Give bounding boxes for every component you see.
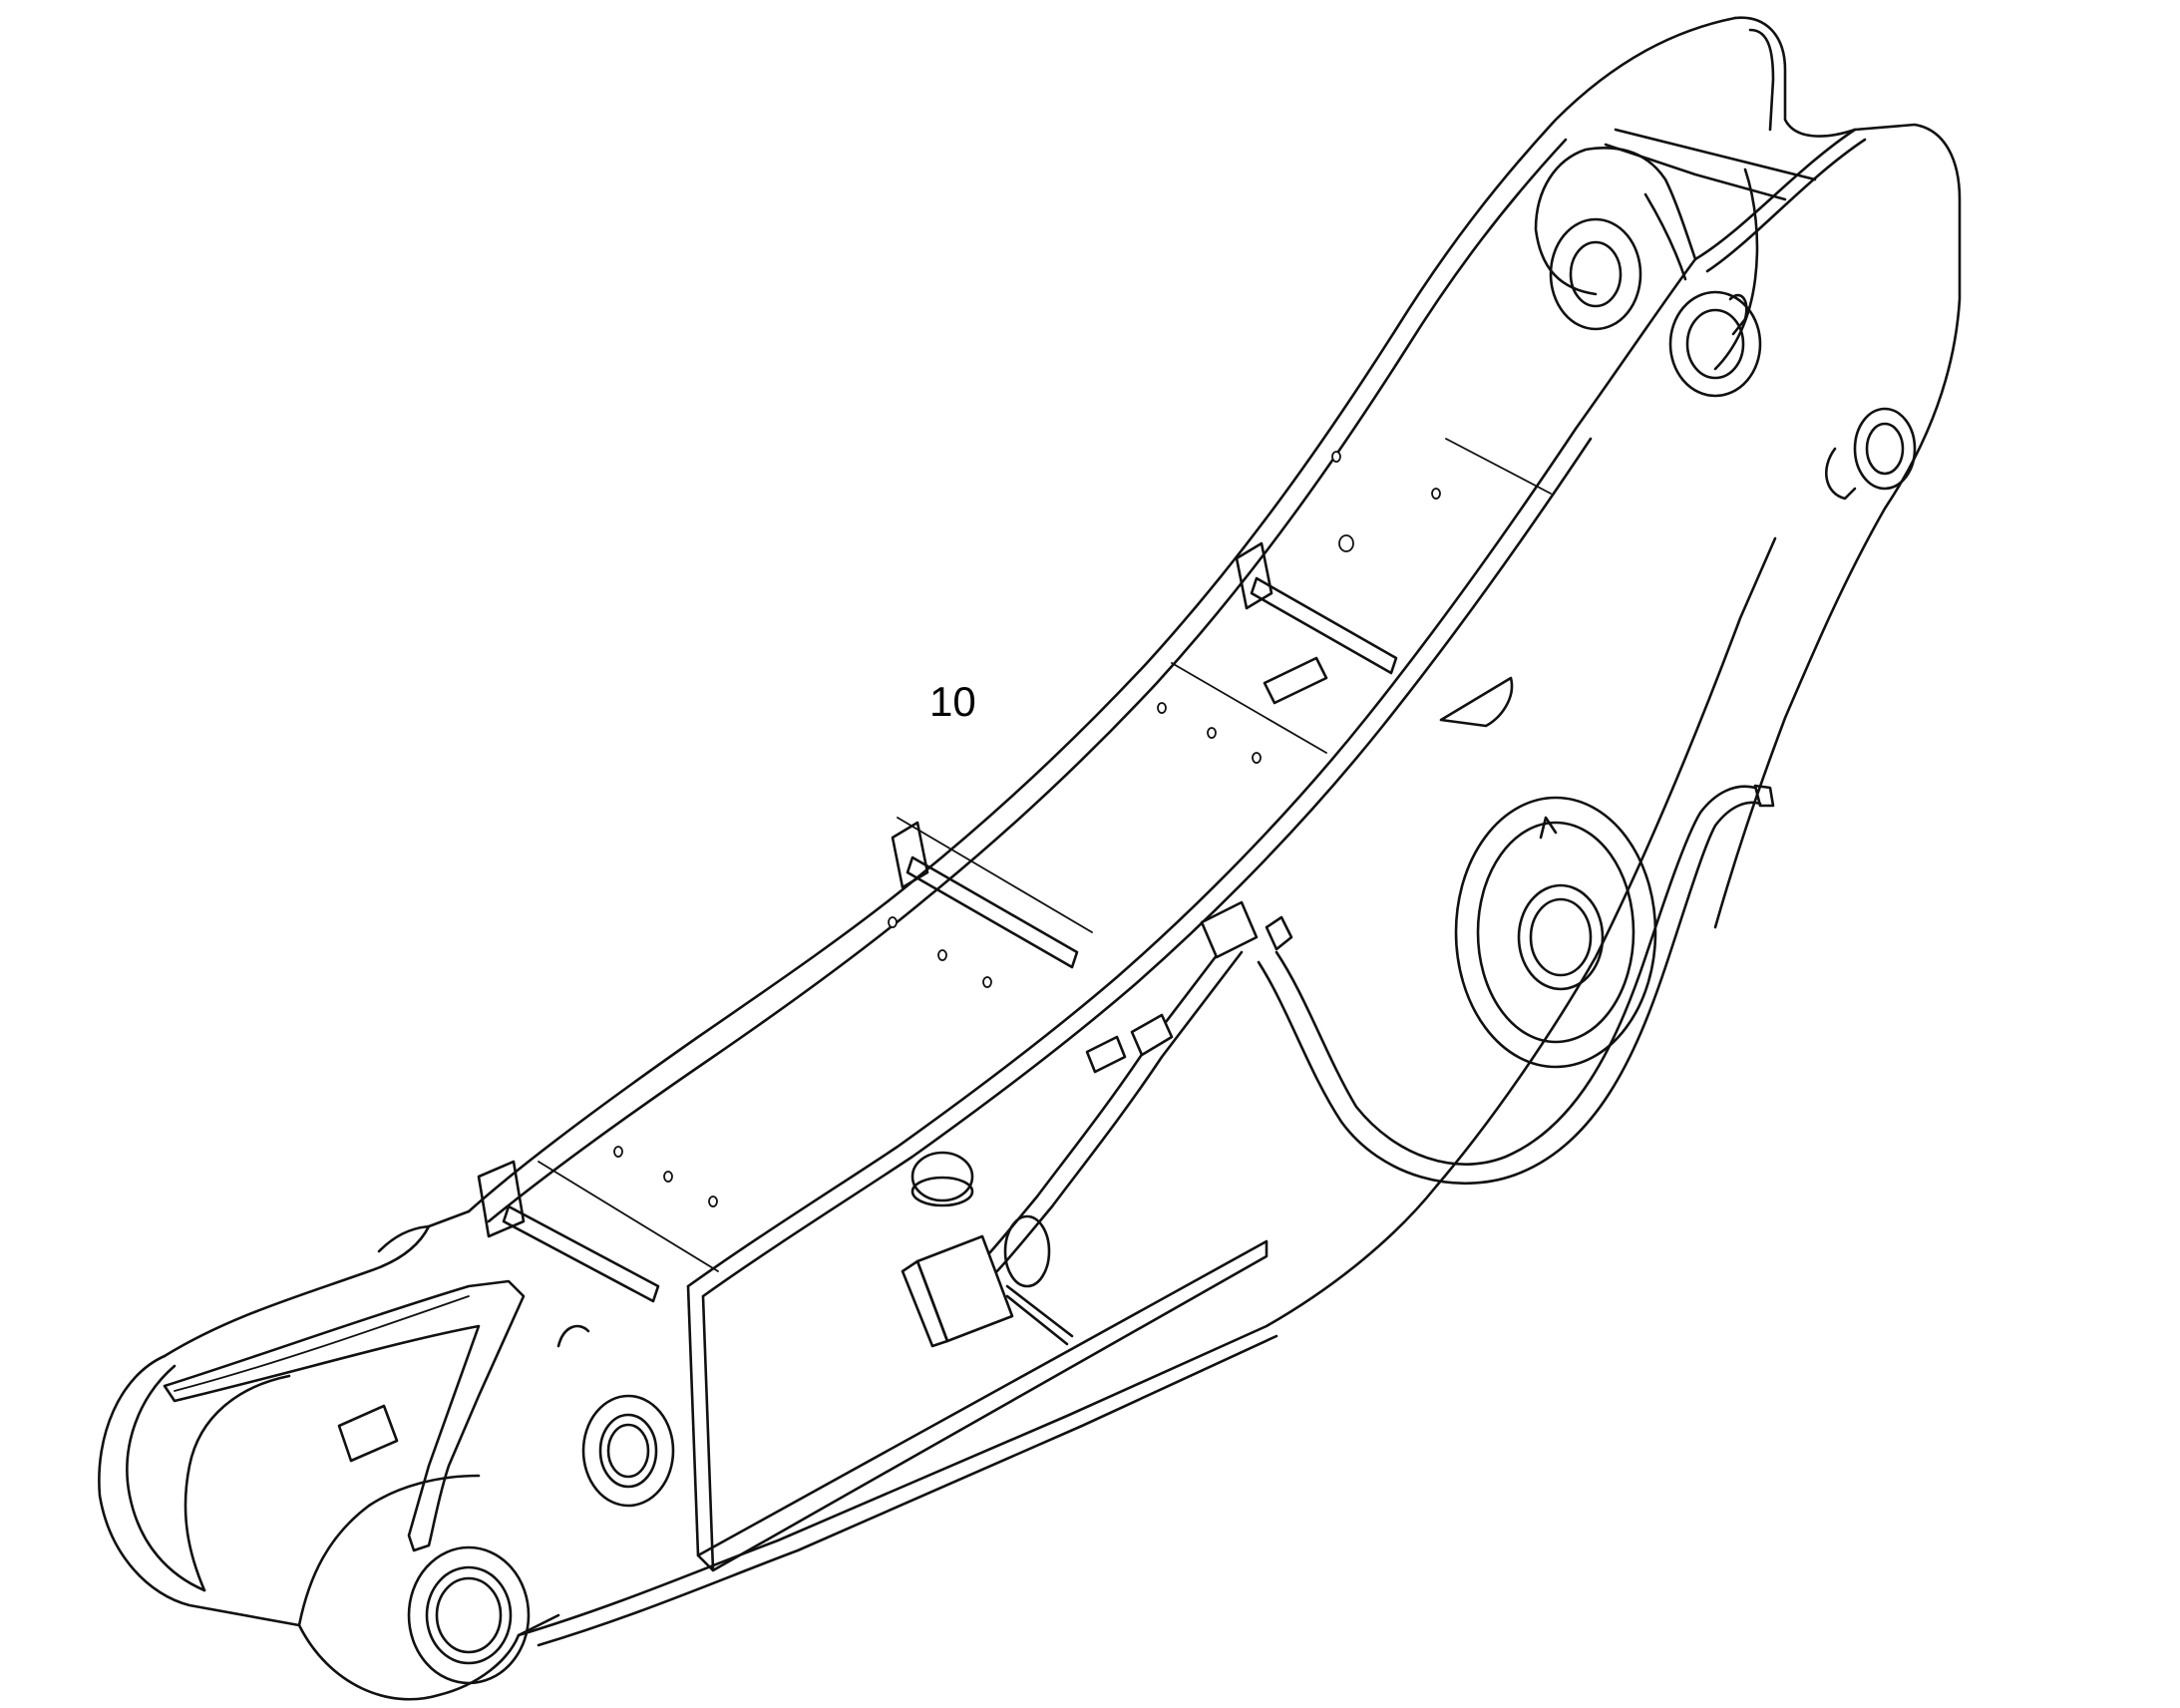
clips: [556, 293, 1857, 1348]
top-deck: [477, 438, 1552, 1303]
mounting-plates: [337, 656, 1514, 1463]
pin-bosses: [407, 217, 1917, 1685]
deck-bolt-holes: [613, 451, 1441, 1207]
callout-10-label: 10: [929, 678, 976, 725]
guard-rail: [163, 1279, 526, 1552]
hydraulic-hoses: [901, 784, 1775, 1348]
boom-outline: [98, 16, 1962, 1701]
